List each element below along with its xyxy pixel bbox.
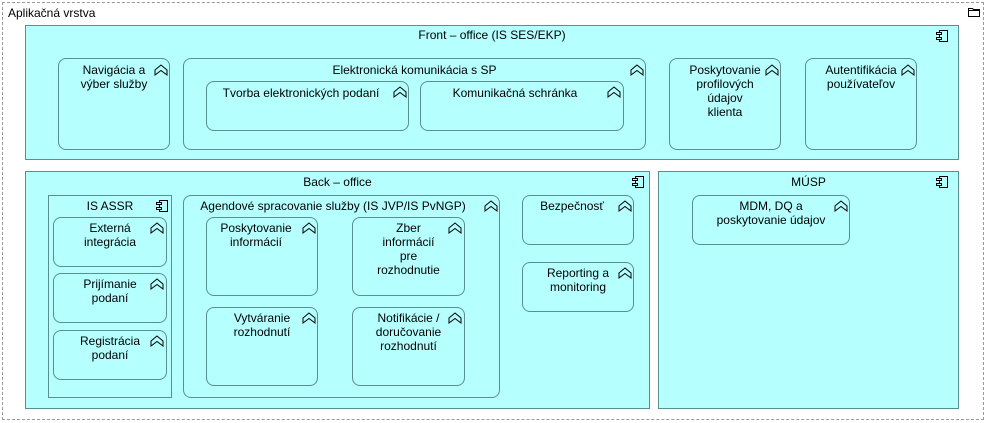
function-icon [150,335,164,347]
externa-function-label: Externá integrácia [83,221,137,249]
reporting-function-label: Reporting a monitoring [546,266,610,294]
ekom-function-label: Elektronická komunikácia s SP [332,63,497,77]
auth-function-label: Autentifikácia používateľov [825,63,897,91]
poskytovanie-function-label: Poskytovanie informácií [220,221,292,249]
prijimanie-function[interactable] [53,273,167,323]
musp-title: MÚSP [791,175,826,189]
function-icon [607,86,621,98]
layer-title: Aplikačná vrstva [8,6,96,20]
zber-function[interactable] [352,217,465,296]
folder-icon [968,6,980,18]
front-office-title: Front – office (IS SES/EKP) [418,28,566,42]
back-office-title: Back – office [303,175,372,189]
function-icon [302,312,316,324]
function-icon [150,278,164,290]
registracia-function-label: Registrácia podaní [79,334,141,362]
nav-function-label: Navigácia a výber služby [80,63,148,91]
function-icon [901,64,915,76]
prijimanie-function-label: Prijímanie podaní [83,277,137,305]
function-icon [448,312,462,324]
function-icon [765,64,779,76]
function-icon [484,200,498,212]
zber-function-label: Zber informácií pre rozhodnutie [377,221,440,277]
bezpecnost-function-label: Bezpečnosť [540,199,604,213]
component-icon [632,176,644,188]
component-icon [936,30,948,42]
schranka-function-label: Komunikačná schránka [452,86,578,100]
bezpecnost-function[interactable] [522,195,634,245]
profil-function-label: Poskytovanie profilových údajov klienta [689,63,761,119]
reporting-function[interactable] [522,262,634,312]
auth-function[interactable] [805,58,917,150]
function-icon [448,222,462,234]
mdm-function-label: MDM, DQ a poskytovanie údajov [716,199,826,227]
poskytovanie-function[interactable] [206,217,318,296]
schranka-function[interactable] [420,81,624,131]
function-icon [154,64,168,76]
function-icon [302,222,316,234]
mdm-function[interactable] [692,195,850,245]
externa-function[interactable] [53,217,167,267]
function-icon [393,86,407,98]
component-icon [936,176,948,188]
tvorba-function[interactable] [206,81,409,131]
notifikacie-function[interactable] [352,307,465,386]
is-assr-title: IS ASSR [86,199,134,213]
component-icon [156,200,168,212]
profil-function[interactable] [669,58,781,150]
function-icon [618,200,632,212]
registracia-function[interactable] [53,330,167,380]
nav-function[interactable] [58,58,170,150]
function-icon [630,64,644,76]
vytvaranie-function-label: Vytváranie rozhodnutí [233,311,291,339]
function-icon [834,200,848,212]
function-icon [150,222,164,234]
tvorba-function-label: Tvorba elektronických podaní [222,86,380,100]
notifikacie-function-label: Notifikácie / doručovanie rozhodnutí [375,311,442,353]
vytvaranie-function[interactable] [206,307,318,386]
agendove-function-label: Agendové spracovanie služby (IS JVP/IS P… [200,199,466,213]
function-icon [618,267,632,279]
